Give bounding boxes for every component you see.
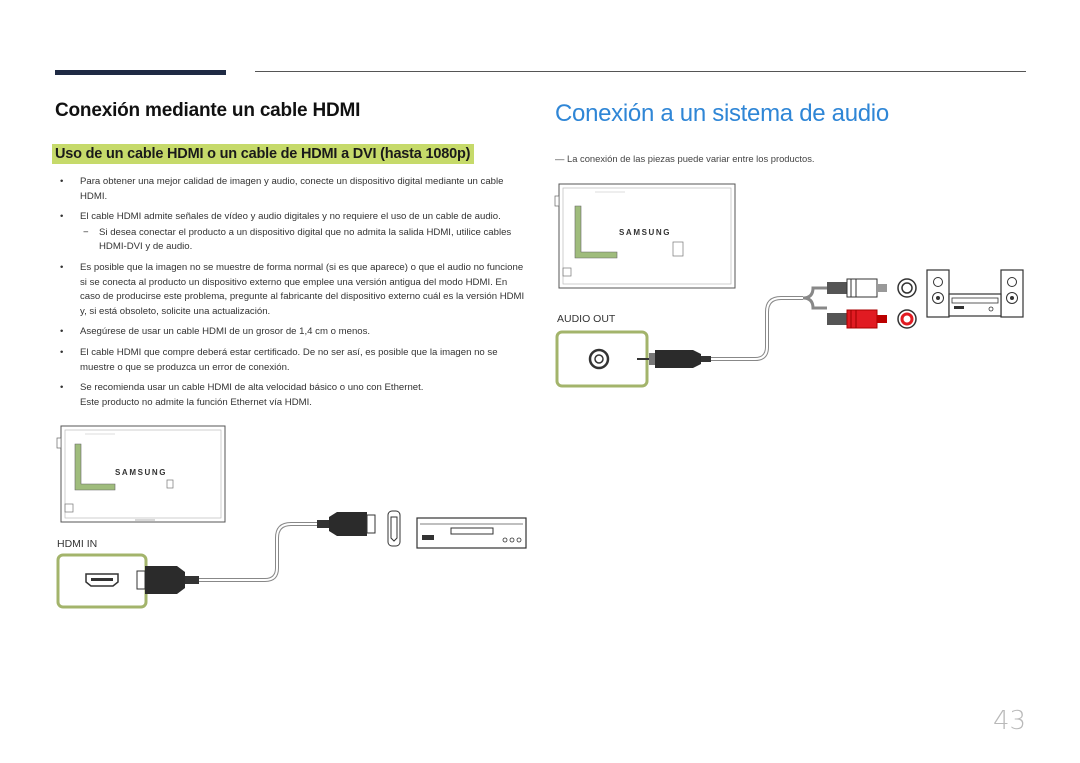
list-item: •El cable HDMI admite señales de vídeo y… [55,210,525,255]
hdmi-plug-icon [136,566,199,594]
rca-jack-red-icon [897,309,917,329]
mini-jack-plug-icon [637,350,711,368]
hdmi-cable [199,522,319,582]
hdmi-plug-device-icon [317,512,376,536]
bullet-list: •Para obtener una mejor calidad de image… [55,175,525,416]
display-back-panel [56,425,226,523]
list-item: •Asegúrese de usar un cable HDMI de un g… [60,326,371,338]
subsection-title-text: Uso de un cable HDMI o un cable de HDMI … [52,144,475,164]
rca-jack-white-icon [897,278,917,298]
audio-cable [711,296,803,361]
list-item: •Es posible que la imagen no se muestre … [60,261,525,317]
header-rule [255,71,1026,72]
list-item: •Se recomienda usar un cable HDMI de alt… [60,382,424,408]
section-title-audio: Conexión a un sistema de audio [555,100,889,127]
hdmi-in-label: HDMI IN [57,538,97,550]
rca-plug-red-icon [827,309,887,329]
ethernet-note: Este producto no admite la función Ether… [80,396,312,408]
audio-system-device [926,269,1024,318]
samsung-logo: SAMSUNG [619,228,671,237]
list-item: •El cable HDMI que compre deberá estar c… [60,346,498,373]
hdmi-port-icon [85,573,119,587]
list-item: •Para obtener una mejor calidad de image… [60,176,504,202]
hdmi-port-vertical-icon [387,510,401,547]
media-player-device [416,517,527,549]
audio-connection-diagram: SAMSUNG AUDIO OUT [554,183,1024,388]
subsection-title: Uso de un cable HDMI o un cable de HDMI … [52,144,475,164]
audio-jack-icon [588,348,610,370]
connection-note: ― La conexión de las piezas puede variar… [555,153,815,164]
header-accent-bar [55,70,226,75]
display-back-panel [554,183,736,289]
page-number: 43 [993,706,1027,736]
audio-out-label: AUDIO OUT [557,313,616,325]
section-title-hdmi: Conexión mediante un cable HDMI [55,100,361,121]
sub-note: −Si desea conectar el producto a un disp… [83,226,512,253]
samsung-logo: SAMSUNG [115,468,167,477]
rca-plug-white-icon [827,278,887,298]
hdmi-connection-diagram: SAMSUNG HDMI IN [56,425,527,609]
